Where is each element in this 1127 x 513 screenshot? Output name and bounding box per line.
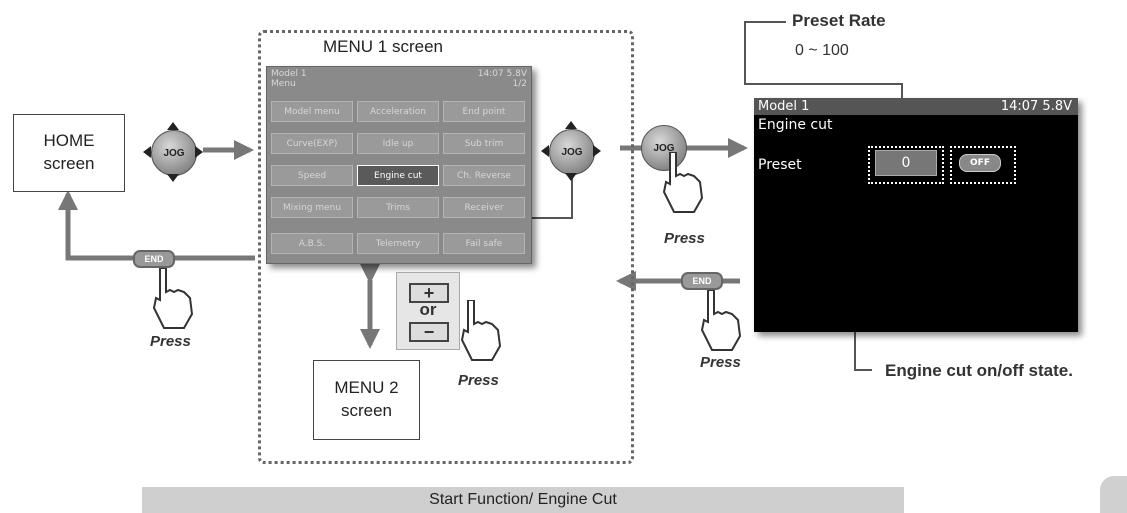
engine-cut-toggle[interactable]: OFF: [959, 154, 1001, 172]
preset-label: Preset: [758, 157, 802, 173]
footer-caption: Start Function/ Engine Cut: [142, 487, 904, 513]
menu2-box-line2: screen: [340, 401, 393, 420]
press-label-jog: Press: [664, 230, 705, 247]
menu-button[interactable]: Acceleration: [357, 101, 439, 122]
press-label-plusminus: Press: [458, 372, 499, 389]
hand-press-icon: [700, 290, 742, 351]
menu-button[interactable]: Trims: [357, 197, 439, 218]
screen-title: Engine cut: [758, 117, 833, 133]
menu-button[interactable]: Mixing menu: [271, 197, 353, 218]
menu-button[interactable]: Telemetry: [357, 233, 439, 254]
plus-minus-keys: + or −: [396, 272, 460, 350]
menu1-dotted-frame: [258, 30, 634, 464]
menu-button[interactable]: Receiver: [443, 197, 525, 218]
jog-press-icon: JOG: [641, 125, 687, 171]
or-label: or: [419, 300, 437, 319]
hand-press-icon: [662, 152, 704, 213]
jog-icon: JOG: [549, 129, 595, 175]
menu1-title: MENU 1 screen: [323, 37, 443, 56]
state-highlight: [950, 146, 1016, 184]
menu-button[interactable]: Model menu: [271, 101, 353, 122]
menu-button[interactable]: Curve(EXP): [271, 133, 353, 154]
screen-status: 14:07 5.8V: [1000, 99, 1072, 114]
menu-button[interactable]: Fail safe: [443, 233, 525, 254]
engine-cut-menu-button[interactable]: Engine cut: [357, 165, 439, 186]
menu-button[interactable]: End point: [443, 101, 525, 122]
menu2-screen-box: MENU 2 screen: [313, 360, 420, 440]
engine-cut-screen: Model 1 14:07 5.8V Engine cut Preset 0 O…: [754, 98, 1078, 332]
preset-value-field[interactable]: 0: [875, 150, 937, 176]
page-corner-tab: [1100, 476, 1127, 513]
hand-press-icon: [460, 300, 502, 361]
screen-header-bar: [754, 98, 1078, 115]
home-box-line1: HOME: [43, 131, 95, 151]
end-key: END: [681, 272, 723, 290]
menu-button[interactable]: Idle up: [357, 133, 439, 154]
jog-arrows-icon: [541, 121, 601, 181]
engine-cut-state-label: Engine cut on/off state.: [885, 361, 1073, 380]
minus-key: −: [409, 322, 449, 342]
jog-dial-left: JOG: [143, 122, 203, 182]
hand-press-icon: [152, 268, 194, 329]
end-key: END: [133, 250, 175, 268]
preset-rate-range: 0 ~ 100: [795, 42, 849, 59]
menu-button[interactable]: Sub trim: [443, 133, 525, 154]
menu2-box-line1: MENU 2: [334, 378, 399, 398]
plus-key: +: [409, 283, 449, 303]
jog-dial-right: JOG: [541, 121, 601, 181]
home-screen-box: HOME screen: [13, 114, 125, 192]
home-box-line2: screen: [43, 154, 95, 173]
jog-arrows-icon: [143, 122, 203, 182]
menu-button[interactable]: Speed: [271, 165, 353, 186]
press-label-left: Press: [150, 333, 191, 350]
menu-button[interactable]: A.B.S.: [271, 233, 353, 254]
preset-rate-title: Preset Rate: [792, 11, 886, 30]
screen-model-name: Model 1: [758, 99, 810, 114]
preset-highlight: [868, 146, 944, 184]
menu-button[interactable]: Ch. Reverse: [443, 165, 525, 186]
press-label-end-right: Press: [700, 354, 741, 371]
